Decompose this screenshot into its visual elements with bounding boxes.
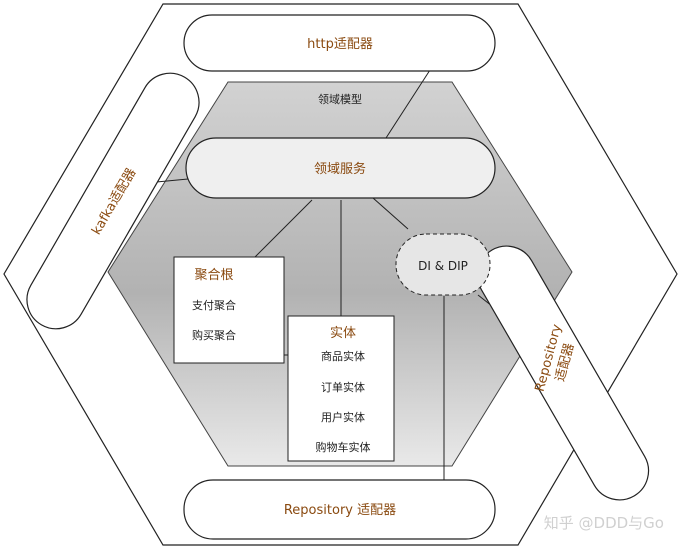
di-dip-label: DI & DIP bbox=[418, 259, 468, 273]
entity-item: 用户实体 bbox=[321, 410, 365, 424]
entity-box[interactable] bbox=[287, 315, 395, 462]
connector-service-aggregate bbox=[254, 199, 313, 258]
aggregate-item: 购买聚合 bbox=[192, 328, 236, 342]
repository-bottom-adapter[interactable] bbox=[183, 479, 496, 540]
entity-item: 订单实体 bbox=[321, 380, 365, 394]
aggregate-root-title: 聚合根 bbox=[194, 268, 233, 283]
domain-model-label: 领域模型 bbox=[318, 92, 362, 106]
aggregate-root-box[interactable] bbox=[173, 256, 285, 364]
kafka-adapter[interactable] bbox=[16, 63, 209, 340]
di-dip-node[interactable] bbox=[395, 233, 491, 296]
http-adapter-label: http适配器 bbox=[307, 37, 373, 52]
domain-service[interactable] bbox=[185, 137, 496, 199]
http-adapter[interactable] bbox=[183, 14, 496, 72]
watermark: 知乎 @DDD与Go bbox=[544, 514, 664, 532]
entity-title: 实体 bbox=[330, 326, 356, 341]
entity-item: 商品实体 bbox=[321, 349, 365, 363]
connector-http-service bbox=[385, 69, 431, 139]
entity-item: 购物车实体 bbox=[316, 440, 371, 454]
repository-right-adapter[interactable] bbox=[467, 236, 659, 511]
aggregate-item: 支付聚合 bbox=[192, 298, 236, 312]
domain-service-label: 领域服务 bbox=[314, 161, 366, 177]
repository-bottom-adapter-label: Repository 适配器 bbox=[284, 503, 396, 518]
connector-service-di bbox=[372, 197, 409, 230]
